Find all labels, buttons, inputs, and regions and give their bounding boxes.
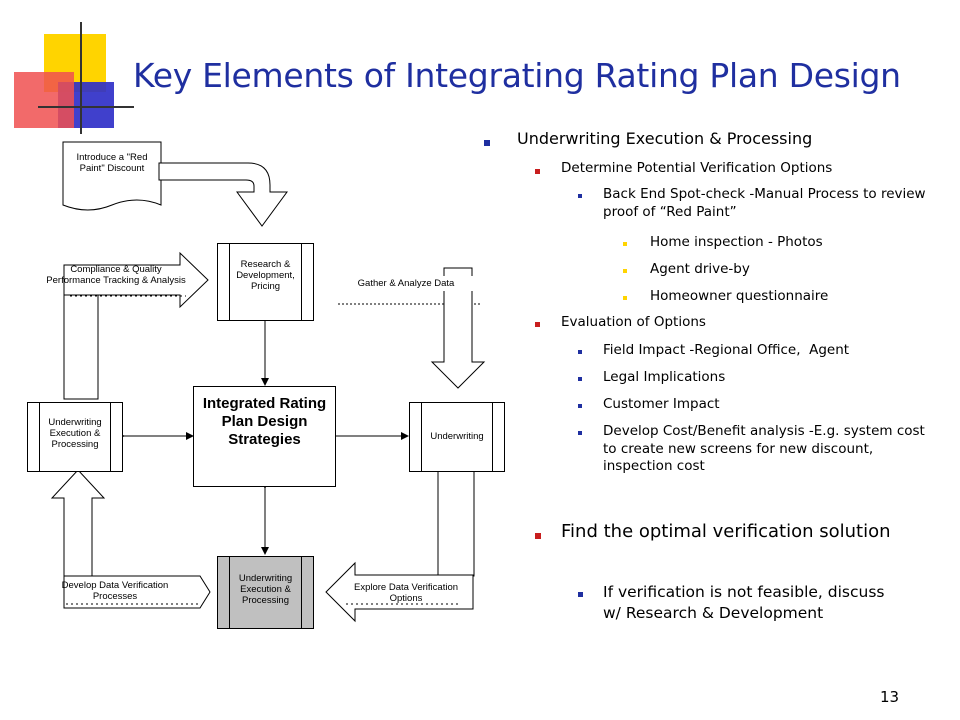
- block-arrow-top: [158, 162, 288, 227]
- bullet-b1-2-4: Develop Cost/Benefit analysis -E.g. syst…: [603, 423, 925, 475]
- bullet-marker-l4: [623, 296, 627, 300]
- deco-vertical-line: [80, 22, 82, 134]
- underwriting-exec-left-box: [27, 402, 123, 472]
- deco-horizontal-line: [38, 106, 134, 108]
- block-strip-right-lower: [437, 460, 475, 577]
- bullet-b1-1-1-3: Homeowner questionnaire: [650, 288, 829, 304]
- bullet-b1: Underwriting Execution & Processing: [517, 129, 813, 148]
- underwriting-right-box: [409, 402, 505, 472]
- bullet-b1-1-1-1: Home inspection - Photos: [650, 234, 823, 250]
- center-label: Integrated Rating Plan Design Strategies: [202, 395, 327, 448]
- bullet-b1-1: Determine Potential Verification Options: [561, 160, 833, 176]
- develop-label: Develop Data Verification Processes: [61, 580, 169, 603]
- page-number: 13: [880, 688, 900, 706]
- bullet-b2-1: If verification is not feasible, discuss…: [603, 583, 885, 622]
- center-box: [193, 386, 336, 487]
- bullet-marker-l4: [623, 242, 627, 246]
- bullet-marker-l2: [535, 533, 541, 539]
- deco-red-square: [14, 72, 74, 128]
- underwriting-right-label: Underwriting: [430, 431, 484, 442]
- bullet-marker-l3: [578, 377, 582, 381]
- compliance-label: Compliance & Quality Performance Trackin…: [46, 264, 186, 287]
- bullet-marker-l4: [623, 269, 627, 273]
- bullet-b1-1-1: Back End Spot-check -Manual Process to r…: [603, 186, 926, 220]
- block-arrow-develop: [63, 575, 211, 609]
- bullet-marker-l3: [578, 592, 583, 597]
- underwriting-exec-left-label: Underwriting Execution & Processing: [48, 417, 102, 451]
- flow-diagram: Introduce a "Red Paint" Discount Complia…: [27, 141, 505, 629]
- bullet-marker-l3: [578, 194, 582, 198]
- document-label: Introduce a "Red Paint" Discount: [76, 152, 148, 175]
- bullet-b1-2-3: Customer Impact: [603, 396, 720, 412]
- bullet-b1-2-1: Field Impact -Regional Office, Agent: [603, 342, 850, 358]
- bullet-b1-2: Evaluation of Options: [561, 314, 706, 330]
- block-arrow-explore: [325, 561, 474, 623]
- bullet-b2: Find the optimal verification solution: [561, 521, 891, 542]
- research-box: [217, 243, 314, 321]
- bullet-marker-l3: [578, 431, 582, 435]
- block-arrow-develop-up: [50, 469, 106, 577]
- research-label: Research & Development, Pricing: [236, 259, 295, 293]
- bullet-marker-l2: [535, 322, 540, 327]
- underwriting-exec-bottom-label: Underwriting Execution & Processing: [238, 573, 293, 607]
- bullet-b1-1-1-2: Agent drive-by: [650, 261, 750, 277]
- bullet-marker-l3: [578, 404, 582, 408]
- bullet-b1-2-2: Legal Implications: [603, 369, 726, 385]
- block-strip-left-upper: [63, 294, 99, 400]
- slide-title: Key Elements of Integrating Rating Plan …: [133, 56, 901, 95]
- bullet-marker-l1: [484, 140, 490, 146]
- underwriting-exec-bottom-box: [217, 556, 314, 629]
- bullet-marker-l2: [535, 169, 540, 174]
- diagram-lines: [50, 141, 486, 623]
- bullet-marker-l3: [578, 350, 582, 354]
- gather-label: Gather & Analyze Data: [338, 276, 474, 292]
- document-shape: [62, 141, 162, 211]
- explore-label: Explore Data Verification Options: [353, 582, 459, 605]
- bullet-list: Underwriting Execution & Processing Dete…: [480, 120, 930, 680]
- corner-decoration: [0, 0, 140, 140]
